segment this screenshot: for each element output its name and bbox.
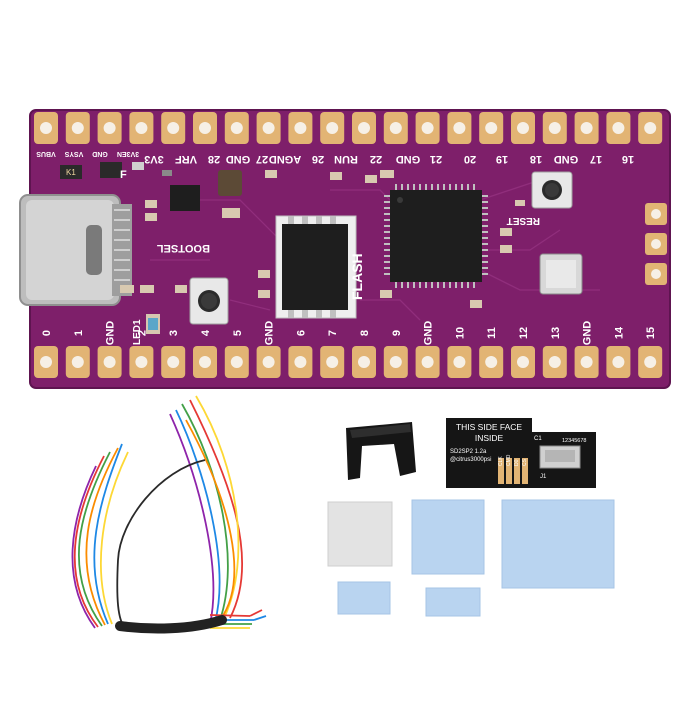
top-pin-label: 27	[256, 153, 268, 165]
white-thermal-pad	[327, 501, 393, 567]
adapter-pin-label: CS	[522, 458, 528, 466]
bottom-pin-label: 6	[295, 330, 307, 336]
top-pin-label: 20	[464, 153, 476, 165]
bottom-pin-row	[34, 346, 663, 378]
adapter-line1: THIS SIDE FACE	[456, 422, 522, 432]
crystal-oscillator-icon	[539, 253, 583, 295]
bootsel-label: BOOTSEL	[157, 242, 210, 254]
bottom-pin-label: GND	[423, 321, 435, 346]
bottom-pin-label: GND	[264, 321, 276, 346]
bottom-pin-label: 15	[645, 327, 657, 339]
usb-c-connector-icon	[19, 194, 132, 306]
flash-chip-icon	[275, 215, 357, 319]
card-shell-icon	[346, 422, 416, 480]
rp2040-chip-icon	[384, 184, 488, 288]
adapter-credit: @citrus3000psi	[450, 457, 491, 463]
bottom-pin-label: 3	[168, 330, 180, 336]
smd-components	[60, 162, 525, 308]
bottom-pin-label: 2	[136, 330, 148, 336]
top-pin-label: GND	[226, 153, 251, 165]
adapter-line2: INSIDE	[475, 433, 504, 443]
top-pin-label: VSYS	[64, 150, 83, 157]
wire-harness-icon	[71, 395, 267, 629]
top-pin-label: 26	[312, 153, 324, 165]
bottom-pin-label: 0	[41, 330, 53, 336]
adapter-digits: 12345678	[562, 438, 586, 444]
bottom-pin-label: 7	[327, 330, 339, 336]
heat-shrink-sleeve	[115, 615, 227, 634]
top-pin-label: 16	[622, 153, 634, 165]
bottom-pin-label: 4	[200, 329, 212, 336]
bottom-pin-label: 12	[518, 327, 530, 339]
top-pin-row	[34, 112, 663, 144]
top-pin-label: GND	[554, 153, 579, 165]
sd2sp2-adapter-icon: THIS SIDE FACE INSIDE SD2SP2 1.2a @citru…	[446, 418, 596, 488]
adapter-c1: C1	[534, 436, 542, 442]
bottom-pin-label: GND	[105, 321, 117, 346]
top-pin-label: 21	[430, 153, 442, 165]
top-pin-label: GND	[92, 150, 108, 157]
right-debug-pads	[645, 203, 667, 285]
bottom-pin-label: 9	[391, 330, 403, 336]
top-pin-label: 28	[208, 153, 220, 165]
bottom-pin-label: 14	[613, 326, 625, 339]
bottom-pin-label: 13	[550, 327, 562, 339]
rp2040-board: VBUSVSYSGND3V3EN3V3VRF28GND27AGND26RUN22…	[19, 109, 671, 389]
blue-thermal-pad-medium	[411, 499, 485, 575]
blue-thermal-pad-small-a	[337, 581, 391, 615]
top-pin-label: 22	[370, 153, 382, 165]
top-pin-label: 19	[496, 153, 508, 165]
led-icon	[146, 314, 160, 334]
bootsel-button-icon	[189, 277, 229, 325]
bottom-pin-label: GND	[582, 321, 594, 346]
adapter-pin-label: D0	[514, 459, 520, 466]
top-pin-label: AGND	[269, 153, 301, 165]
bottom-silkscreen-labels: 0 1 GND 2 3 4 5 GND 6 7 8 9 GND 10 11 12 13 GND 14 15	[41, 321, 657, 346]
led-label: LED1	[132, 319, 143, 345]
bottom-pin-label: 8	[359, 330, 371, 336]
top-pin-label: RUN	[334, 153, 358, 165]
top-pin-label: GND	[396, 153, 421, 165]
blue-thermal-pad-small-b	[425, 587, 481, 617]
k1-label: K1	[66, 168, 76, 177]
f-label: F	[120, 169, 127, 181]
thermal-pads	[327, 499, 615, 617]
top-pin-label: VRF	[175, 153, 197, 165]
reset-button-icon	[531, 171, 573, 209]
top-pin-label: 3V3	[144, 153, 164, 165]
top-pin-label: 18	[530, 153, 542, 165]
top-pin-label: 3V3EN	[117, 150, 139, 157]
top-pin-label: VBUS	[36, 150, 56, 157]
adapter-pin-label: CLK	[498, 456, 504, 466]
adapter-pin-label: CMD	[506, 454, 512, 466]
bottom-pin-label: 1	[73, 330, 85, 336]
adapter-j1: J1	[540, 474, 547, 480]
flash-label: FLASH	[349, 253, 365, 300]
adapter-model: SD2SP2 1.2a	[450, 449, 487, 455]
top-pin-label: 17	[590, 153, 602, 165]
blue-thermal-pad-large	[501, 499, 615, 589]
reset-label: RESET	[507, 215, 540, 226]
bottom-pin-label: 5	[232, 330, 244, 336]
bottom-pin-label: 10	[454, 327, 466, 339]
bottom-pin-label: 11	[486, 327, 498, 339]
